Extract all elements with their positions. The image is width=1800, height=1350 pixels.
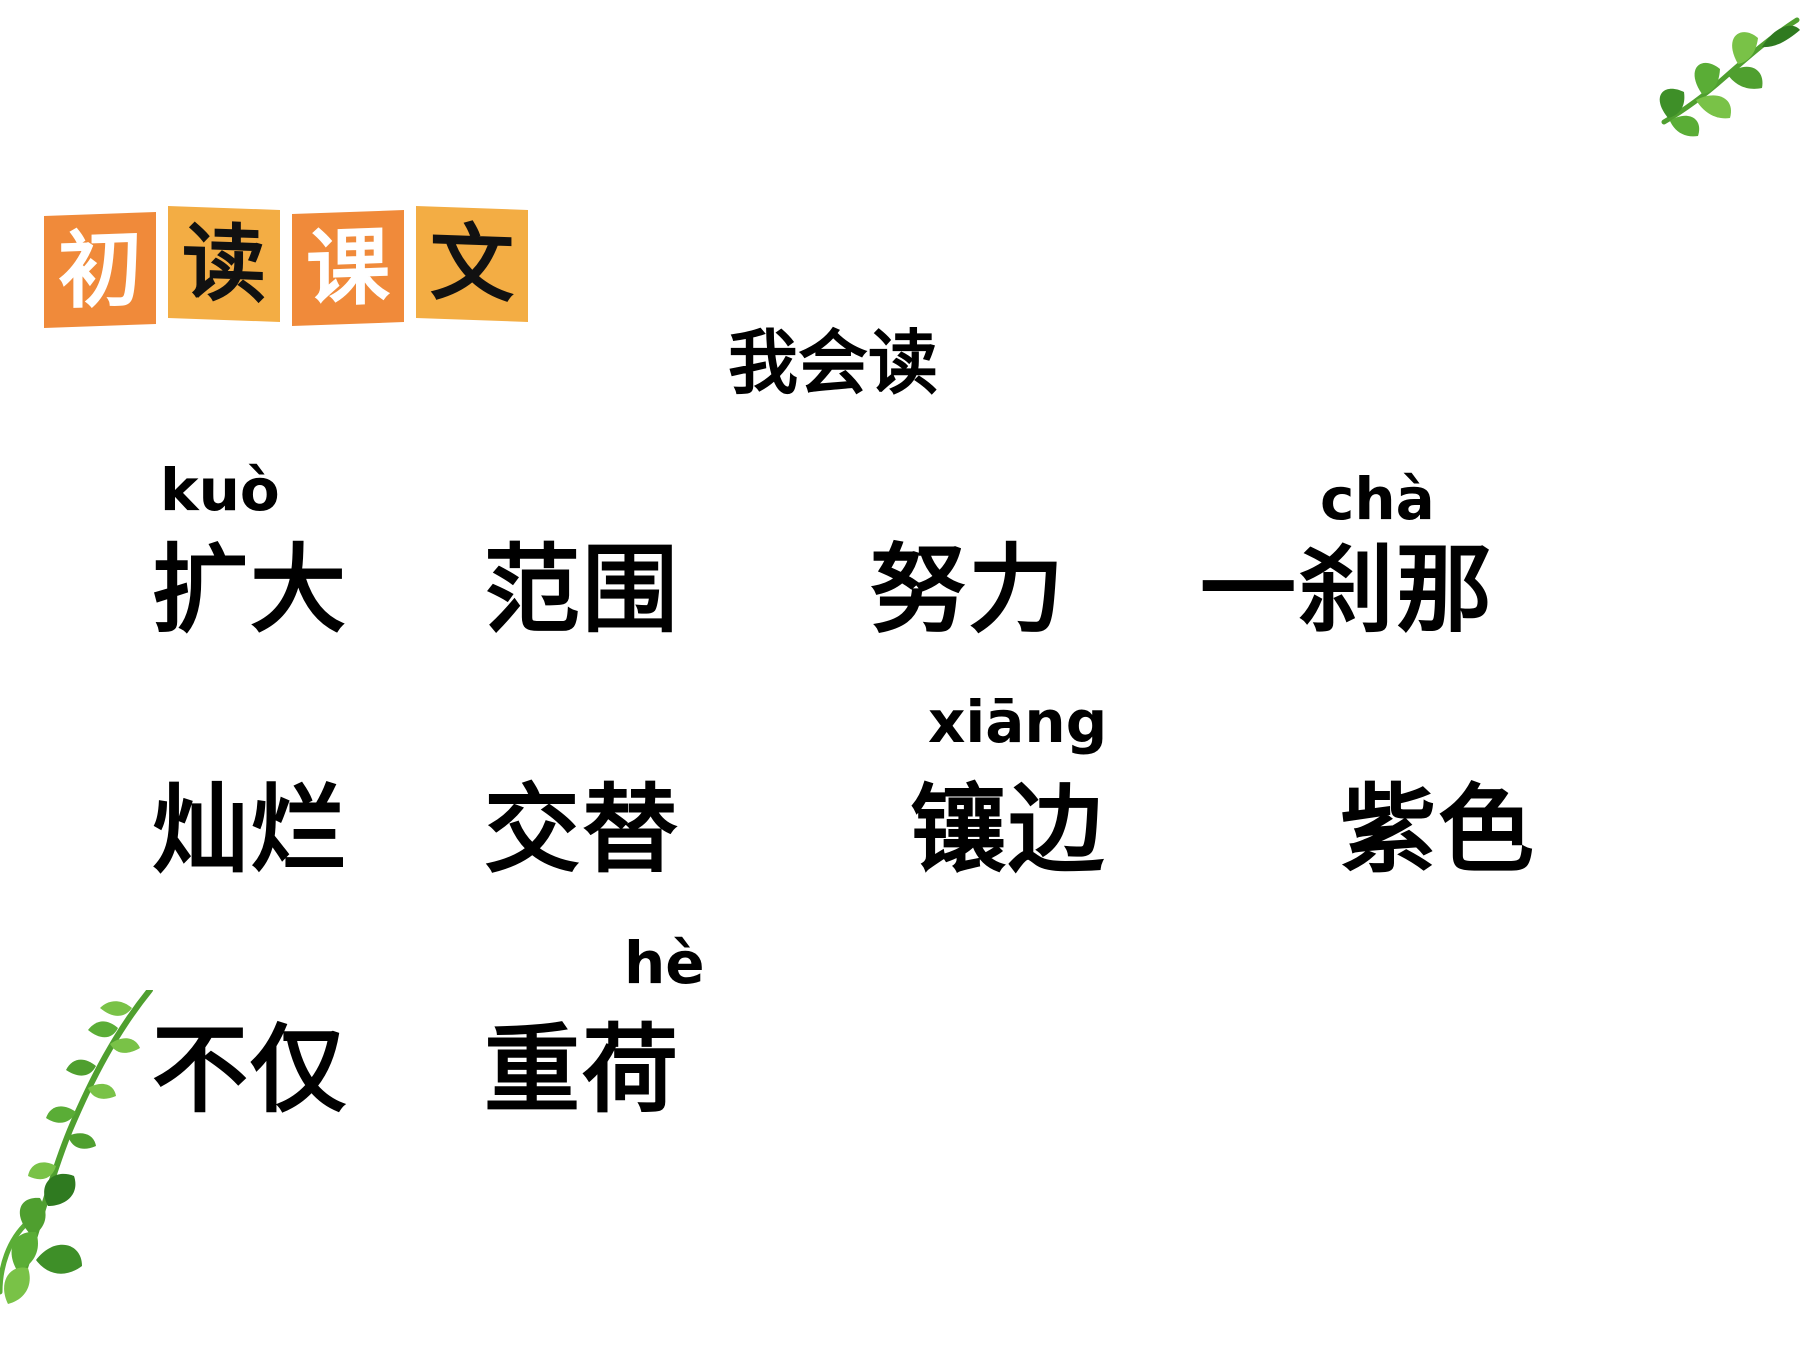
word-zise: 紫色 [1340, 774, 1536, 886]
section-title-char-4: 文 [416, 206, 528, 322]
word-canlan: 灿烂 [152, 774, 348, 886]
leaf-branch-icon [0, 990, 153, 1304]
subtitle: 我会读 [728, 322, 938, 404]
section-title-badges: 初 读 课 文 [44, 206, 534, 330]
leaf-sprig-icon [1659, 17, 1800, 137]
word-zhonghe: 重荷 [484, 1014, 680, 1126]
word-xiangbian: 镶边 [910, 774, 1106, 886]
section-title-char-1: 初 [44, 212, 156, 328]
word-yichana: 一刹那 [1200, 534, 1494, 646]
word-kuoda: 扩大 [152, 534, 348, 646]
pinyin-cha: chà [1320, 465, 1435, 533]
word-jiaoti: 交替 [484, 774, 680, 886]
pinyin-xiang: xiāng [928, 688, 1108, 756]
word-fanwei: 范围 [484, 534, 680, 646]
section-title-char-3: 课 [292, 210, 404, 326]
pinyin-kuo: kuò [160, 456, 280, 524]
pinyin-he: hè [624, 929, 705, 997]
word-bujin: 不仅 [152, 1014, 348, 1126]
word-nuli: 努力 [870, 534, 1066, 646]
section-title-char-2: 读 [168, 206, 280, 322]
